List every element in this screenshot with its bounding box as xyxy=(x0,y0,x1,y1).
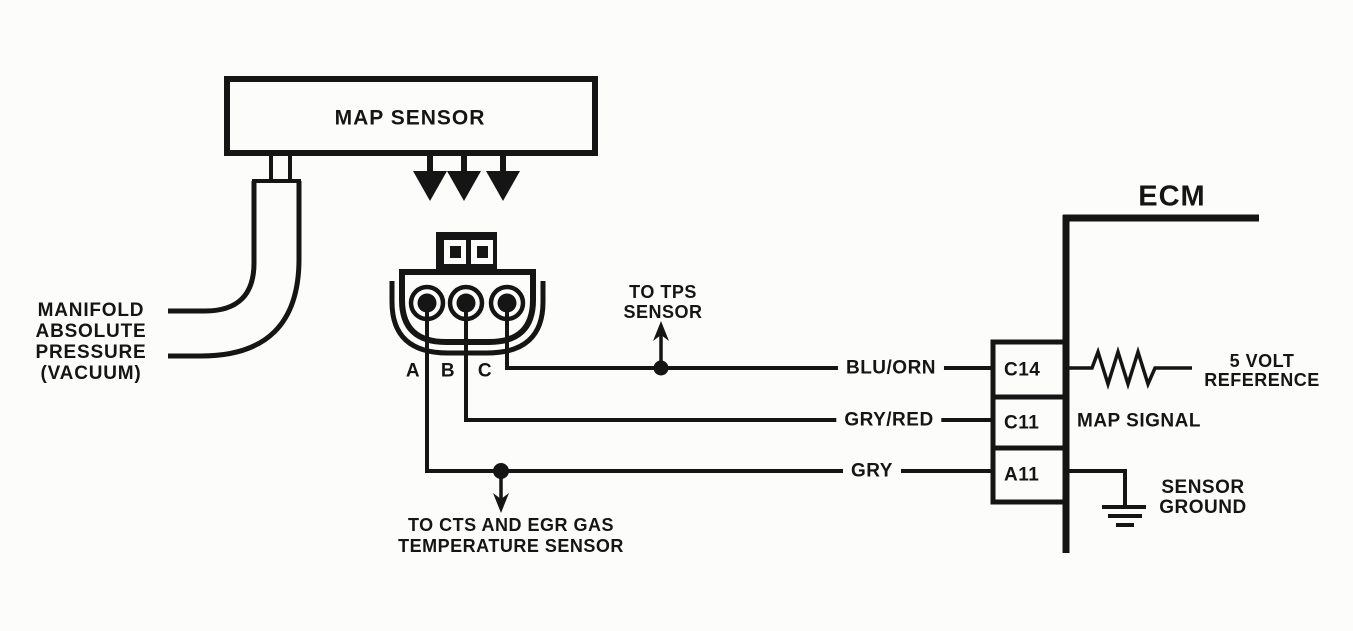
flow-arrow-icon xyxy=(413,156,447,201)
map-sensor-outline xyxy=(224,76,598,156)
ground-icon xyxy=(1102,505,1146,527)
cts-egr-branch-label-line-2: TEMPERATURE SENSOR xyxy=(398,535,624,556)
map-signal-label: MAP SIGNAL xyxy=(1077,410,1201,432)
pin-label-b: B xyxy=(440,360,456,382)
cts-junction-dot xyxy=(493,463,509,479)
vacuum-source-label-line-4: (VACUUM) xyxy=(40,363,142,384)
ecm-pin-label-c14: C14 xyxy=(1004,359,1041,380)
pin-label-a: A xyxy=(405,360,421,382)
wire-c-blu-orn xyxy=(505,303,993,370)
wire-a-gry xyxy=(425,303,993,473)
vacuum-port xyxy=(252,154,301,183)
sensor-ground-label: SENSOR GROUND xyxy=(1159,478,1246,517)
flow-arrow-icon xyxy=(447,156,481,201)
ecm-pin-label-c11: C11 xyxy=(1004,412,1040,433)
wire-b-gry-red xyxy=(464,303,993,422)
cts-arrow-icon xyxy=(493,473,509,513)
wire-color-label-blu-orn: BLU/ORN xyxy=(837,358,945,378)
tps-arrow-icon xyxy=(653,321,669,366)
tps-junction-dot xyxy=(653,360,669,376)
wire-color-label-gry-red: GRY/RED xyxy=(836,410,942,430)
resistor-icon xyxy=(1066,346,1192,390)
wire-color-label-gry: GRY xyxy=(843,461,901,481)
connector-latch xyxy=(436,232,497,273)
tps-branch-label-line-2: SENSOR xyxy=(623,302,703,322)
ecm-pin-label-a11: A11 xyxy=(1004,464,1040,486)
tps-branch-label: TO TPS SENSOR xyxy=(623,282,702,322)
ecm-title: ECM xyxy=(1138,180,1206,213)
map-sensor-label: MAP SENSOR xyxy=(334,106,486,130)
sensor-ground-label-line-1: SENSOR xyxy=(1161,477,1245,498)
pin-label-c: C xyxy=(477,360,493,382)
flow-arrow-icon xyxy=(486,156,520,201)
cts-egr-branch-label: TO CTS AND EGR GAS TEMPERATURE SENSOR xyxy=(398,515,624,556)
tps-branch-label-line-1: TO TPS xyxy=(629,282,697,302)
five-volt-reference-label-line-2: REFERENCE xyxy=(1204,370,1320,390)
vacuum-source-label-line-3: PRESSURE xyxy=(35,342,147,363)
vacuum-hose xyxy=(168,181,302,359)
vacuum-source-label: MANIFOLD ABSOLUTE PRESSURE (VACUUM) xyxy=(36,300,147,384)
sensor-ground-wire xyxy=(1066,469,1127,507)
vacuum-source-label-line-1: MANIFOLD xyxy=(37,300,145,321)
sensor-ground-label-line-2: GROUND xyxy=(1159,496,1247,518)
five-volt-reference-label-line-1: 5 VOLT xyxy=(1229,351,1295,371)
vacuum-source-label-line-2: ABSOLUTE xyxy=(35,321,147,342)
cts-egr-branch-label-line-1: TO CTS AND EGR GAS xyxy=(407,515,614,535)
five-volt-reference-label: 5 VOLT REFERENCE xyxy=(1204,352,1320,390)
